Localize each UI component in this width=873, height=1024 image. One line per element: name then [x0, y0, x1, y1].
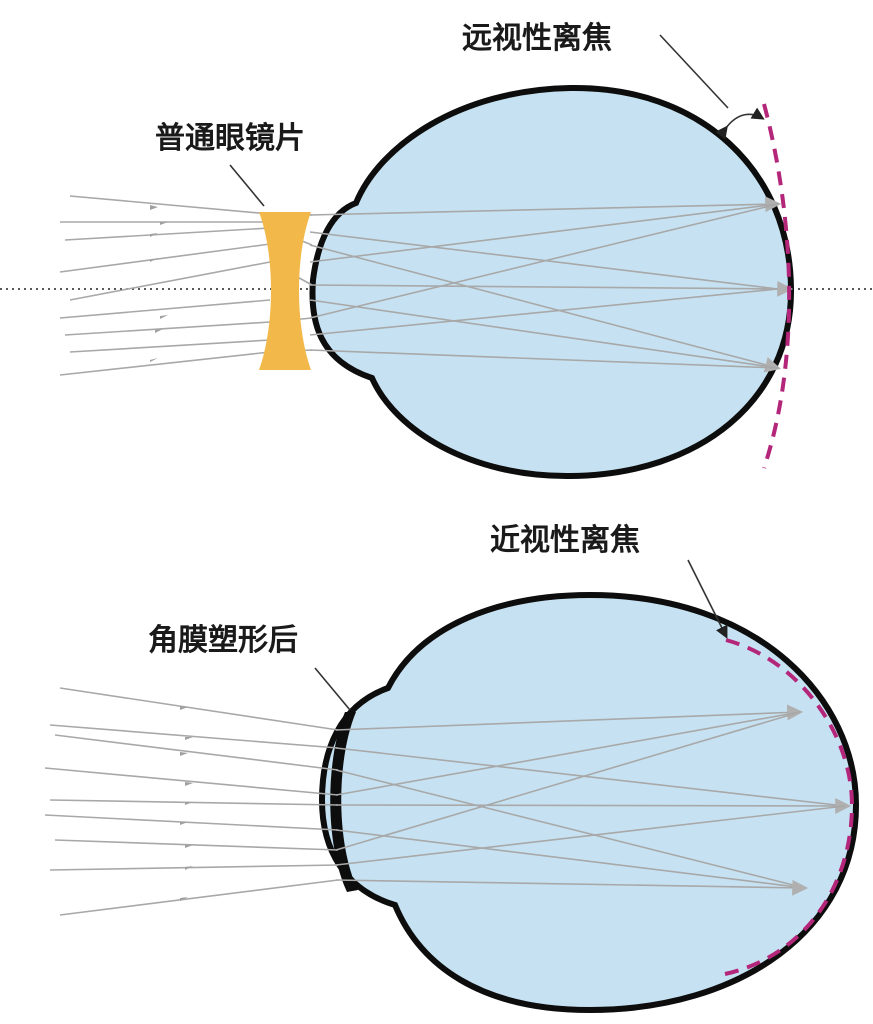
myopic-defocus-curve	[719, 638, 855, 977]
concave-lens	[259, 212, 311, 370]
defocus-leader-line	[659, 34, 729, 109]
top-internal-rays	[309, 196, 794, 373]
bottom-panel: 近视性离焦 角膜塑形后	[44, 523, 860, 1014]
top-eyeball	[309, 84, 795, 480]
spectacle-lens-label: 普通眼镜片	[155, 121, 305, 156]
cornea-leader-line	[314, 667, 351, 711]
orthokeratology-label: 角膜塑形后	[148, 623, 298, 658]
bottom-internal-rays	[335, 704, 852, 896]
top-incoming-rays	[59, 195, 271, 376]
bottom-incoming-rays	[44, 687, 339, 916]
hyperopic-defocus-curve	[762, 103, 792, 469]
hyperopic-defocus-label: 远视性离焦	[462, 21, 612, 56]
lens-leader-line	[229, 164, 265, 207]
top-panel: 远视性离焦 普通眼镜片	[0, 21, 873, 480]
myopic-defocus-leader-line	[687, 559, 728, 639]
myopic-defocus-label: 近视性离焦	[490, 523, 640, 558]
bottom-eyeball	[318, 591, 860, 1014]
defocus-shift-arrow	[715, 107, 765, 140]
reshaped-cornea	[330, 712, 358, 892]
